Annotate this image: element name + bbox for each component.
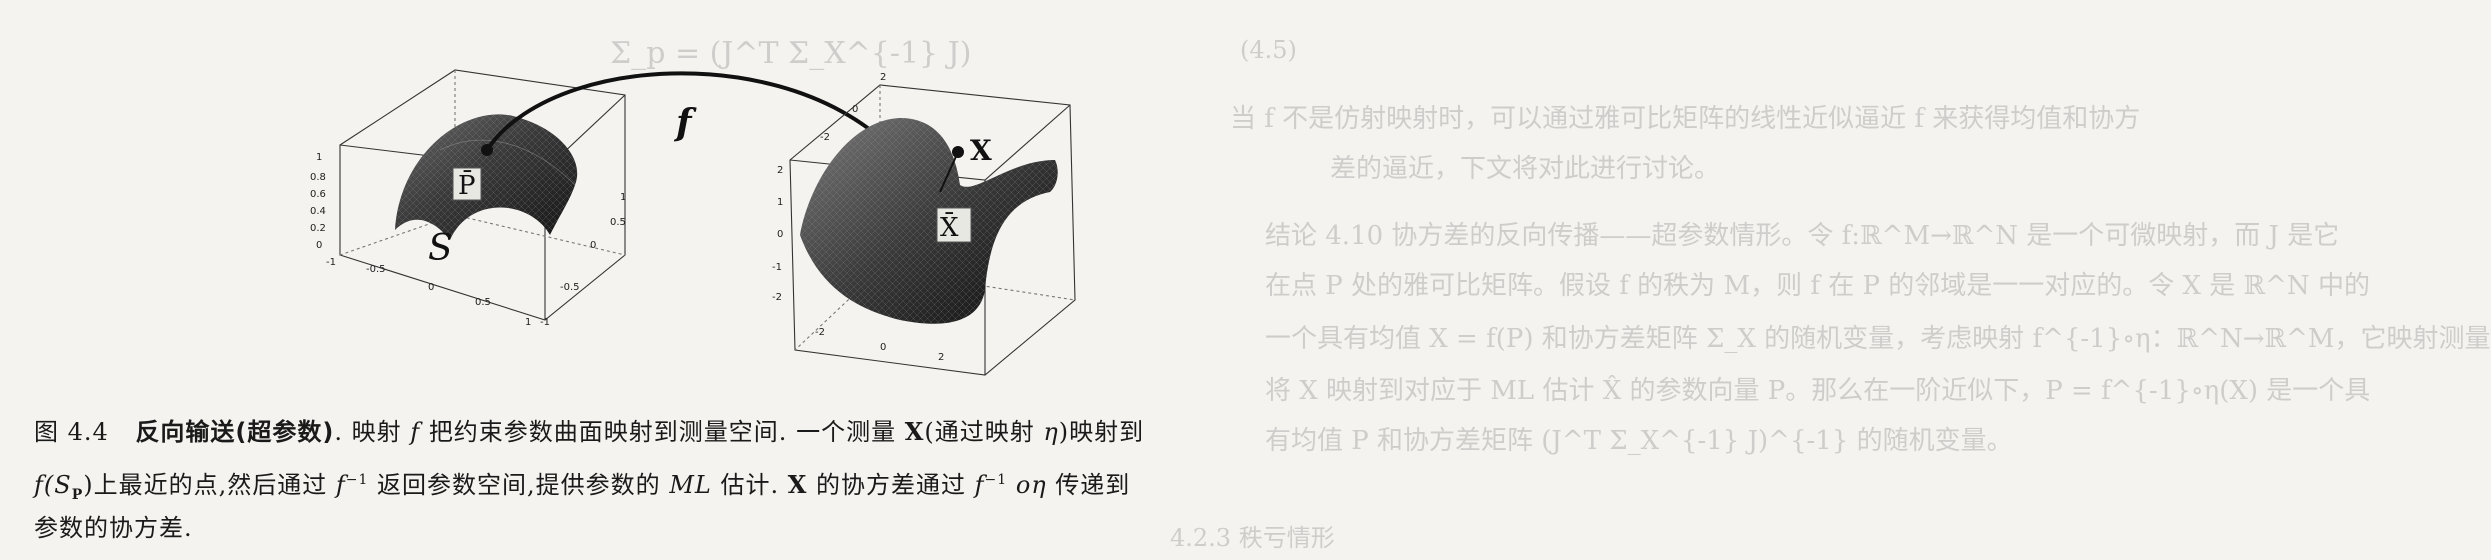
caption-text: 把约束参数曲面映射到测量空间. 一个测量 — [428, 418, 897, 446]
caption-text: 返回参数空间,提供参数的 — [377, 471, 661, 499]
figure-title: 反向输送(超参数) — [135, 418, 335, 446]
left-y-tick: -1 — [540, 317, 550, 328]
caption-math-finv: f — [335, 471, 346, 499]
right-x-tick: -2 — [815, 327, 825, 338]
left-x-ticks: -0.5 0 0.5 1 — [366, 264, 531, 328]
left-z-tick: 0 — [316, 240, 322, 251]
left-z-ticks: 1 0.8 0.6 0.4 0.2 0 -1 — [310, 152, 336, 268]
caption-math-ml: ML — [669, 471, 712, 499]
right-z-tick: 2 — [777, 165, 783, 176]
measurement-label: X — [970, 134, 992, 167]
left-point-label: P̄ — [458, 169, 476, 201]
left-z-tick: -1 — [326, 257, 336, 268]
left-y-ticks: 1 0.5 0 -0.5 -1 — [540, 192, 626, 328]
left-parametric-surface — [395, 114, 578, 240]
right-top-ticks: 2 0 -2 — [820, 72, 886, 143]
left-y-tick: 0 — [590, 240, 596, 251]
ghost-line-4: 结论 4.10 协方差的反向传播——超参数情形。令 f:ℝ^M→ℝ^N 是一个可… — [1265, 221, 2340, 251]
ghost-line-5: 在点 P 处的雅可比矩阵。假设 f 的秩为 M，则 f 在 P 的邻域是一一对应… — [1265, 271, 2370, 301]
figure-4-4: 1 0.8 0.6 0.4 0.2 0 -1 -0.5 0 0.5 1 1 0.… — [310, 69, 1076, 376]
left-y-tick: -0.5 — [560, 282, 580, 293]
left-x-tick: 0 — [428, 282, 434, 293]
left-z-tick: 0.4 — [310, 206, 326, 217]
right-top-tick: 2 — [880, 72, 886, 83]
map-f-label: f — [673, 102, 697, 144]
figure-caption-line-1: 图 4.4 反向输送(超参数). 映射 f 把约束参数曲面映射到测量空间. 一个… — [34, 412, 1144, 452]
caption-text: . 映射 — [334, 418, 402, 446]
left-point-label-box — [452, 167, 482, 201]
caption-math-f: f — [410, 418, 421, 446]
caption-text: 传递到 — [1055, 471, 1131, 499]
left-z-tick: 0.2 — [310, 223, 326, 234]
measurement-projection-line — [939, 151, 959, 193]
left-x-tick: 1 — [525, 317, 531, 328]
ghost-line-2: 当 f 不是仿射映射时，可以通过雅可比矩阵的线性近似逼近 f 来获得均值和协方 — [1230, 104, 2141, 134]
caption-math-eta: η — [1043, 418, 1059, 446]
caption-text: 参数的协方差. — [34, 514, 193, 542]
ghost-equation: Σ_p = (J^T Σ_X^{-1} J) — [610, 36, 972, 71]
caption-text: )映射到 — [1058, 418, 1145, 446]
left-x-tick: 0.5 — [475, 297, 491, 308]
right-z-tick: 0 — [777, 229, 783, 240]
figure-caption-line-2: f(SP)上最近的点,然后通过 f−1 返回参数空间,提供参数的 ML 估计. … — [34, 460, 1130, 515]
caption-math-x: X — [787, 470, 808, 499]
right-top-tick: -2 — [820, 132, 830, 143]
right-point-label-box — [936, 207, 972, 243]
ghost-line-8: 有均值 P 和协方差矩阵 (J^T Σ_X^{-1} J)^{-1} 的随机变量… — [1265, 426, 2013, 456]
caption-math-fs: f(S — [34, 471, 72, 499]
right-image-surface — [800, 118, 1058, 324]
caption-text: (通过映射 — [924, 418, 1035, 446]
caption-text: 估计. — [720, 471, 780, 499]
figure-number: 图 4.4 — [34, 418, 109, 446]
left-z-tick: 0.6 — [310, 189, 326, 200]
left-z-tick: 1 — [316, 152, 322, 163]
right-point-label: X̄ — [940, 211, 959, 243]
caption-math-o-eta: oη — [1015, 471, 1047, 499]
right-z-tick: -1 — [772, 262, 782, 273]
ghost-section-heading: 4.2.3 秩亏情形 — [1170, 524, 1335, 552]
ghost-equation-number: (4.5) — [1240, 36, 1297, 64]
right-x-tick: 0 — [880, 342, 886, 353]
right-z-ticks: 2 1 0 -1 -2 — [772, 165, 783, 303]
caption-math-sup: −1 — [984, 472, 1008, 488]
caption-text: 的协方差通过 — [816, 471, 967, 499]
left-y-tick: 1 — [620, 192, 626, 203]
ghost-line-6: 一个具有均值 X = f(P) 和协方差矩阵 Σ_X 的随机变量，考虑映射 f^… — [1265, 324, 2491, 354]
right-z-tick: 1 — [777, 197, 783, 208]
caption-text: )上最近的点,然后通过 — [83, 471, 328, 499]
right-top-tick: 0 — [852, 104, 858, 115]
ghost-line-3: 差的逼近，下文将对此进行讨论。 — [1330, 154, 1721, 184]
caption-math-finv: f — [974, 471, 985, 499]
surface-label-s: S — [428, 228, 453, 269]
figure-caption-line-3: 参数的协方差. — [34, 508, 193, 548]
right-x-ticks: -2 0 2 — [815, 327, 944, 363]
caption-math-sub: P — [71, 486, 84, 503]
left-z-tick: 0.8 — [310, 172, 326, 183]
measurement-point — [952, 146, 964, 158]
left-x-tick: -0.5 — [366, 264, 386, 275]
right-z-tick: -2 — [772, 292, 782, 303]
caption-math-sup: −1 — [345, 472, 369, 488]
ghost-line-7: 将 X 映射到对应于 ML 估计 X̂ 的参数向量 P。那么在一阶近似下，P =… — [1265, 376, 2371, 406]
right-x-tick: 2 — [938, 352, 944, 363]
caption-math-x: X — [904, 417, 925, 446]
left-y-tick: 0.5 — [610, 217, 626, 228]
